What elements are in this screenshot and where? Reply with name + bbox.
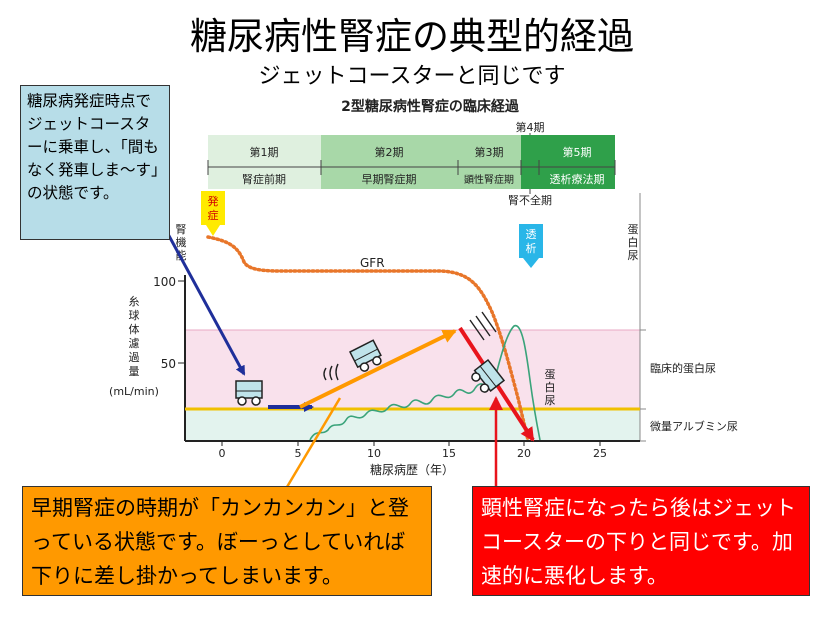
car-body (348, 339, 382, 369)
stage1-sublabel: 腎症前期 (242, 172, 286, 186)
orange-callout-pointer (282, 397, 342, 493)
car-wheel (237, 396, 247, 406)
x-tick-label: 0 (219, 447, 226, 460)
x-tick-label: 25 (593, 447, 607, 460)
diagram-title: 2型糖尿病性腎症の臨床経過 (341, 98, 520, 115)
stage2-sublabel: 早期腎症期 (362, 172, 417, 186)
callout-blue-pointer-arrow (166, 233, 246, 376)
callout-blue: 糖尿病発症時点でジェットコースターに乗車し、「間もなく発車しま～す」の状態です。 (20, 85, 170, 240)
coaster-car-icon (471, 358, 506, 393)
clinical-proteinuria-label: 臨床的蛋白尿 (650, 361, 716, 375)
proteinuria-right-char: 蛋 (628, 223, 639, 236)
proteinuria-curve-char: 白 (545, 380, 556, 394)
dialysis-char: 透 (526, 228, 537, 241)
x-tick-label: 5 (295, 447, 302, 460)
x-axis-label: 糖尿病歴（年） (370, 462, 454, 477)
y-axis-label-char: 糸 (129, 295, 140, 308)
renal-function-char: 腎 (176, 223, 187, 236)
stage4-bottom-box (521, 167, 539, 189)
x-tick-label: 15 (442, 447, 456, 460)
stage3-top-box (458, 135, 521, 167)
microalbuminuria-band (185, 409, 640, 441)
stage2-label: 第2期 (375, 145, 404, 159)
car-wheel (359, 362, 370, 372)
motion-line (323, 367, 327, 381)
stage4-label: 第4期 (516, 120, 545, 134)
proteinuria-curve-char: 蛋 (545, 368, 556, 381)
proteinuria-curve-label: 蛋 白 尿 (545, 368, 556, 407)
stage5-sublabel: 透析療法期 (550, 172, 605, 186)
y-axis-unit: (mL/min) (109, 385, 159, 398)
dialysis-char: 析 (526, 241, 537, 255)
renal-function-char: 機 (176, 235, 187, 249)
stage1-top-box (208, 135, 321, 167)
proteinuria-right-char: 尿 (628, 249, 639, 262)
gfr-curve (206, 235, 530, 442)
onset-char: 発 (208, 194, 219, 208)
coaster-car-icon (235, 380, 263, 406)
y-axis-label-char: 体 (129, 322, 140, 336)
motion-lines-icon (469, 311, 497, 341)
proteinuria-right-char: 白 (628, 235, 639, 249)
motion-line (475, 315, 491, 337)
car-body (235, 380, 263, 399)
stage-bar: 第1期 第2期 第3期 第5期 第4期 腎症前期 早期腎症期 顕性腎症期 透析療… (207, 120, 616, 207)
y-tick-label-50: 50 (161, 357, 176, 371)
stage3-label: 第3期 (475, 145, 504, 159)
car-line (354, 348, 378, 362)
x-tick-label: 20 (517, 447, 531, 460)
proteinuria-curve-char: 尿 (545, 394, 556, 407)
car-wheel (479, 383, 490, 393)
callout-red: 顕性腎症になったら後はジェットコースターの下りと同じです。加速的に悪化します。 (472, 486, 810, 596)
x-tick-label: 10 (367, 447, 381, 460)
stage1-bottom-box (208, 167, 321, 189)
stage2-bottom-box (321, 167, 458, 189)
stage3-bottom-box (458, 167, 521, 189)
y-axis-label-char: 量 (129, 365, 140, 378)
y-axis-label-char: 濾 (129, 336, 140, 350)
microalbuminuria-label: 微量アルブミン尿 (650, 419, 738, 433)
car-line (479, 365, 497, 387)
x-ticks: 0 5 10 15 20 25 (219, 441, 607, 460)
dialysis-arrow-icon (523, 258, 539, 268)
stage1-label: 第1期 (250, 145, 279, 159)
stage3-sublabel: 顕性腎症期 (464, 173, 514, 186)
motion-line (481, 311, 497, 333)
motion-lines-icon (323, 363, 339, 381)
motion-line (329, 365, 333, 381)
onset-arrow-icon (206, 225, 220, 236)
stage5-label: 第5期 (563, 145, 592, 159)
y-axis-label: 糸 球 体 濾 過 量 (129, 295, 140, 378)
motion-line (469, 319, 485, 341)
proteinuria-curve (309, 325, 541, 441)
slide-title: 糖尿病性腎症の典型的経過 (190, 15, 634, 58)
proteinuria-right-label: 蛋 白 尿 (628, 223, 639, 262)
dialysis-box (519, 224, 543, 258)
slide-subtitle: ジェットコースターと同じです (258, 64, 566, 89)
stage4-top-box (521, 135, 539, 167)
coaster-car-icon (348, 339, 382, 372)
motion-line (335, 363, 339, 381)
stage5-top-box (539, 135, 615, 167)
callout-orange: 早期腎症の時期が「カンカンカン」と登っている状態です。ぼーっとしていれば下りに差… (22, 486, 432, 596)
dialysis-marker: 透 析 (519, 224, 543, 268)
car-wheel (372, 355, 382, 366)
orange-climb-arrow (299, 329, 457, 409)
onset-char: 症 (208, 208, 219, 222)
onset-marker: 発 症 (201, 191, 225, 236)
y-axis-label-char: 球 (129, 308, 140, 322)
gfr-label: GFR (360, 256, 385, 270)
stage5-bottom-box (539, 167, 615, 189)
car-wheel (251, 396, 261, 406)
renal-failure-label: 腎不全期 (508, 193, 552, 207)
car-wheel (471, 372, 481, 382)
y-axis-label-char: 過 (129, 351, 140, 364)
onset-box (201, 191, 225, 225)
stage2-top-box (321, 135, 458, 167)
y-tick-label-100: 100 (153, 275, 176, 289)
